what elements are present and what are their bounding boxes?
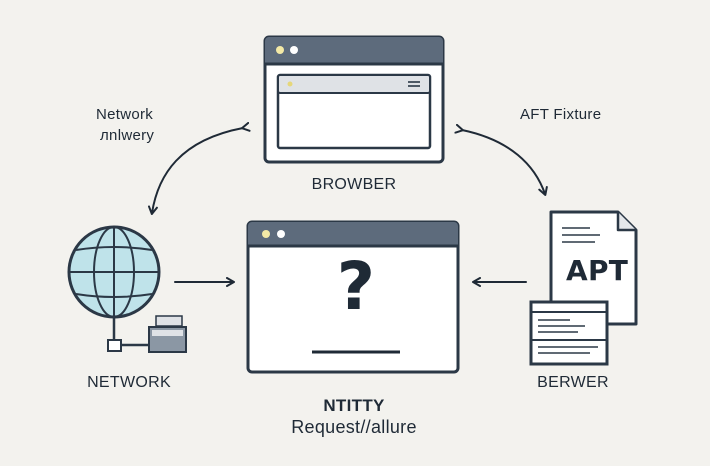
- document-text: APT: [566, 254, 629, 287]
- browser-window-icon: [263, 35, 445, 164]
- browser-label: BROWBER: [311, 176, 397, 193]
- arrow-browser-network: [147, 121, 251, 215]
- network-box-icon: [148, 315, 187, 353]
- center-label-line2: Request//allure: [291, 417, 417, 437]
- network-query-label-line2: лnlwery: [100, 127, 155, 144]
- center-window-icon: [246, 220, 460, 374]
- server-sheet-icon: [529, 300, 609, 366]
- arrow-browser-server: [454, 123, 548, 196]
- globe-icon: [67, 225, 161, 352]
- question-mark-icon: ?: [336, 248, 376, 325]
- network-query-label-line1: Network: [96, 106, 154, 123]
- network-label: NETWORK: [87, 374, 171, 391]
- center-label-line1: NTITTY: [323, 396, 385, 415]
- arrows: [147, 121, 548, 287]
- api-fixture-label: AFT Fixture: [520, 106, 602, 123]
- server-label: BERWER: [537, 374, 609, 391]
